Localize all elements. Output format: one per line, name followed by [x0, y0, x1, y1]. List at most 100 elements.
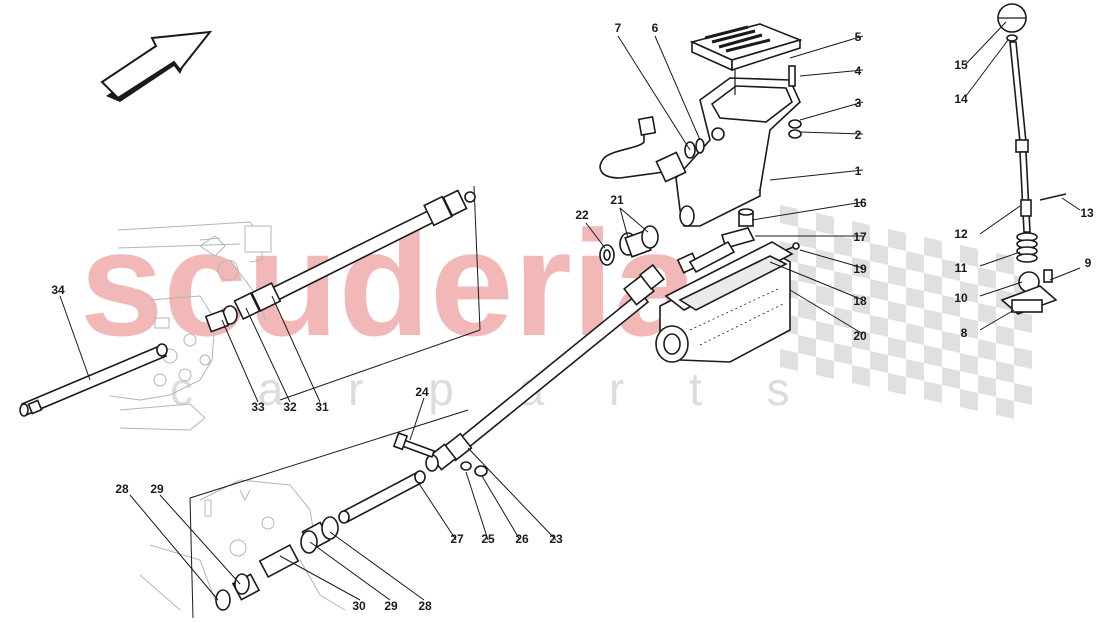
- checker-square: [996, 361, 1014, 383]
- callout-label-c32: 32: [283, 400, 297, 414]
- checker-square: [816, 285, 834, 307]
- checker-square: [834, 343, 852, 365]
- checker-square: [942, 331, 960, 353]
- chassis-frame-sketch: [109, 221, 272, 431]
- checker-square: [996, 253, 1014, 275]
- checker-square: [942, 367, 960, 389]
- checker-square: [798, 335, 816, 357]
- callout-label-c29a: 29: [150, 482, 164, 496]
- checker-square: [996, 397, 1014, 419]
- callout-label-c1: 1: [855, 164, 862, 178]
- checker-square: [906, 359, 924, 381]
- checker-square: [834, 307, 852, 329]
- checker-square: [996, 325, 1014, 347]
- upper-linkage-shaft: [204, 189, 476, 333]
- callout-label-c13: 13: [1080, 206, 1094, 220]
- callout-label-c31: 31: [315, 400, 329, 414]
- checker-square: [906, 287, 924, 309]
- callout-label-c22: 22: [575, 208, 589, 222]
- checker-square: [870, 351, 888, 373]
- checker-square: [834, 271, 852, 293]
- callout-label-c10: 10: [954, 291, 968, 305]
- checker-square: [834, 235, 852, 257]
- callout-label-c11: 11: [955, 261, 968, 275]
- checker-square: [852, 221, 870, 243]
- watermark-brand-text: scuderia: [80, 199, 699, 367]
- callout-label-c21: 21: [610, 193, 624, 207]
- callout-label-c9: 9: [1085, 256, 1092, 270]
- bolt-and-nuts: [392, 432, 488, 477]
- checker-square: [942, 259, 960, 281]
- lower-linkage-shaft: [215, 470, 426, 611]
- selector-rod: [19, 343, 168, 417]
- direction-arrow-icon: [100, 30, 213, 102]
- checker-square: [1014, 347, 1032, 369]
- callout-label-c5: 5: [855, 30, 862, 44]
- watermark-sub-text: c a r p a r t s: [170, 363, 816, 415]
- checker-square: [978, 267, 996, 289]
- checker-square: [888, 265, 906, 287]
- checker-square: [1014, 311, 1032, 333]
- checker-square: [978, 339, 996, 361]
- gate-parts-16-19: [676, 208, 800, 274]
- checker-square: [978, 375, 996, 397]
- checker-square: [852, 365, 870, 387]
- callout-label-c2: 2: [855, 128, 862, 142]
- callout-label-c3: 3: [855, 96, 862, 110]
- checker-square: [798, 299, 816, 321]
- callout-label-c18: 18: [853, 294, 867, 308]
- checker-square: [978, 303, 996, 325]
- callout-label-c29b: 29: [384, 599, 398, 613]
- checker-square: [888, 301, 906, 323]
- callout-labels: 1234567891011121314151617181920212223242…: [51, 21, 1094, 613]
- callout-leader-lines: [59, 21, 1081, 601]
- checker-square: [960, 389, 978, 411]
- checker-square: [888, 373, 906, 395]
- callout-label-c7: 7: [615, 21, 622, 35]
- checker-square: [924, 345, 942, 367]
- checker-square: [924, 381, 942, 403]
- callout-label-c30: 30: [352, 599, 366, 613]
- callout-label-c4: 4: [855, 64, 862, 78]
- checker-square: [870, 315, 888, 337]
- checker-square: [924, 237, 942, 259]
- callout-label-c28a: 28: [115, 482, 129, 496]
- callout-label-c17: 17: [853, 230, 867, 244]
- checker-square: [780, 205, 798, 227]
- callout-label-c16: 16: [853, 196, 867, 210]
- checker-square: [852, 293, 870, 315]
- checker-square: [816, 249, 834, 271]
- checker-square: [816, 357, 834, 379]
- checker-square: [924, 273, 942, 295]
- checker-square: [960, 317, 978, 339]
- callout-label-c26: 26: [515, 532, 529, 546]
- checker-square: [798, 263, 816, 285]
- callout-label-c34: 34: [51, 283, 65, 297]
- checker-square: [852, 329, 870, 351]
- callout-label-c23: 23: [549, 532, 563, 546]
- callout-label-c27: 27: [450, 532, 464, 546]
- callout-label-c20: 20: [853, 329, 867, 343]
- checker-square: [816, 213, 834, 235]
- checker-square: [960, 281, 978, 303]
- checker-square: [924, 309, 942, 331]
- gear-lever-housing: [675, 23, 803, 227]
- checkered-flag-watermark: [780, 205, 1032, 419]
- callout-label-c19: 19: [853, 262, 867, 276]
- checker-square: [780, 349, 798, 371]
- gear-knob-assembly: [997, 3, 1067, 315]
- callout-label-c8: 8: [961, 326, 968, 340]
- checker-square: [888, 337, 906, 359]
- checker-square: [852, 257, 870, 279]
- checker-square: [942, 295, 960, 317]
- watermark: scuderia c a r p a r t s: [80, 199, 1032, 419]
- callout-label-c33: 33: [251, 400, 265, 414]
- callout-label-c12: 12: [954, 227, 968, 241]
- callout-label-c24: 24: [415, 385, 429, 399]
- main-linkage-rod: [425, 263, 665, 472]
- callout-label-c14: 14: [954, 92, 968, 106]
- checker-square: [798, 227, 816, 249]
- checker-square: [870, 279, 888, 301]
